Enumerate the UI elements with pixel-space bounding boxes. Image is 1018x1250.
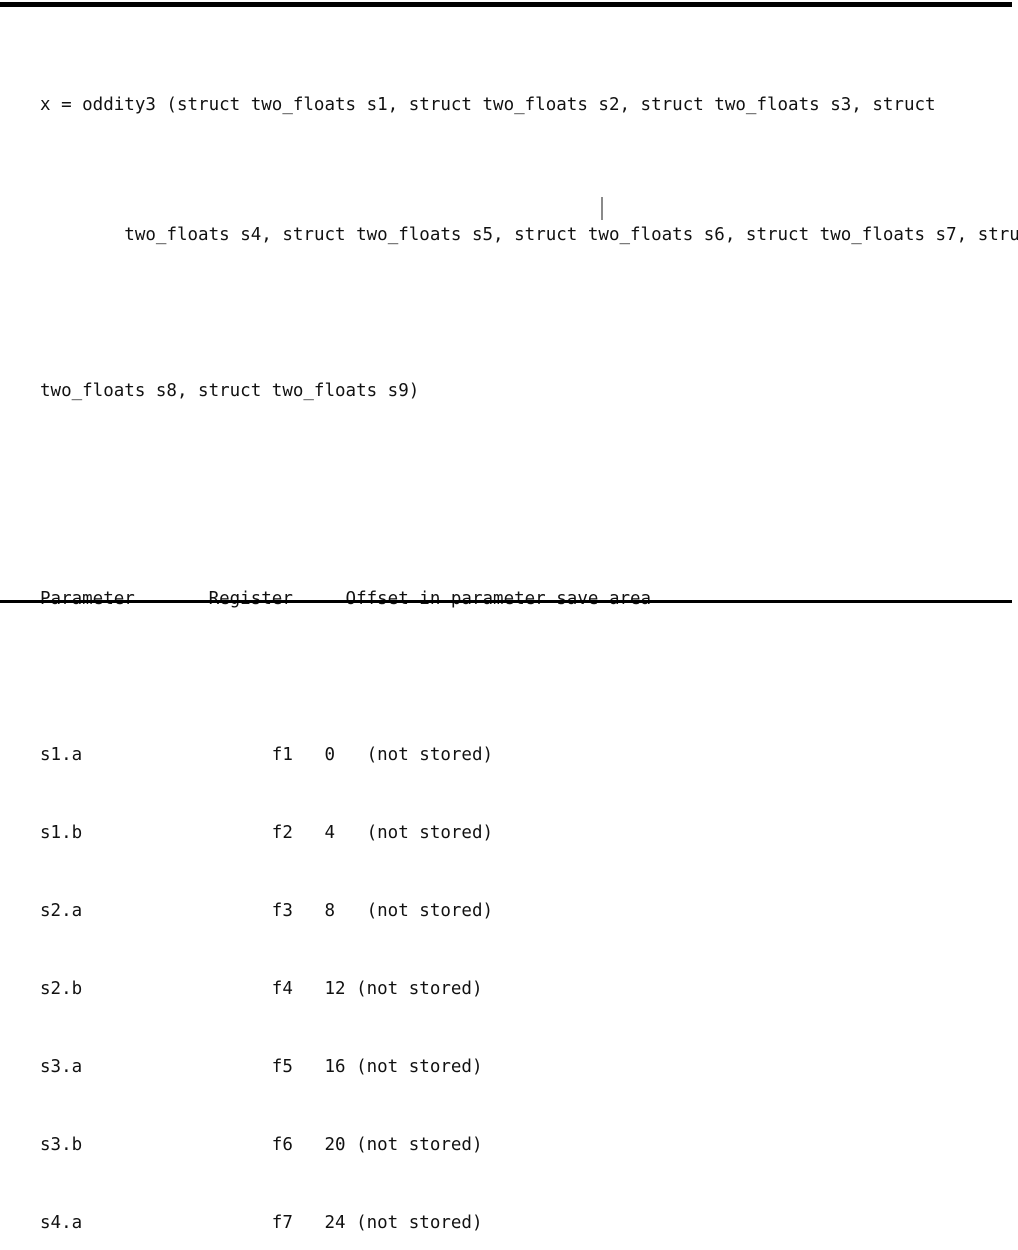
table-row: s1.b f2 4 (not stored) [40, 823, 494, 843]
text-caret [601, 197, 603, 220]
table-row: s3.b f6 20 (not stored) [40, 1135, 483, 1155]
function-signature-line-1: x = oddity3 (struct two_floats s1, struc… [40, 95, 936, 115]
table-row: s2.a f3 8 (not stored) [40, 901, 494, 921]
table-row: s3.a f5 16 (not stored) [40, 1057, 483, 1077]
table-row: s1.a f1 0 (not stored) [40, 745, 494, 765]
table-header-row: Parameter Register Offset in parameter s… [40, 589, 652, 609]
document-content: x = oddity3 (struct two_floats s1, struc… [40, 14, 1018, 1250]
table-row: s4.a f7 24 (not stored) [40, 1213, 483, 1233]
top-horizontal-rule [0, 2, 1012, 7]
bottom-horizontal-rule [0, 600, 1012, 603]
function-signature-line-2: two_floats s4, struct two_floats s5, str… [40, 196, 1018, 300]
blank-line [40, 482, 1000, 508]
code-block[interactable]: x = oddity3 (struct two_floats s1, struc… [40, 14, 1018, 1250]
function-signature-line-3: two_floats s8, struct two_floats s9) [40, 381, 420, 401]
function-signature-line-2-text: two_floats s4, struct two_floats s5, str… [124, 225, 1018, 245]
parameter-table: s1.a f1 0 (not stored) s1.b f2 4 (not st… [40, 690, 1000, 1250]
table-row: s2.b f4 12 (not stored) [40, 979, 483, 999]
